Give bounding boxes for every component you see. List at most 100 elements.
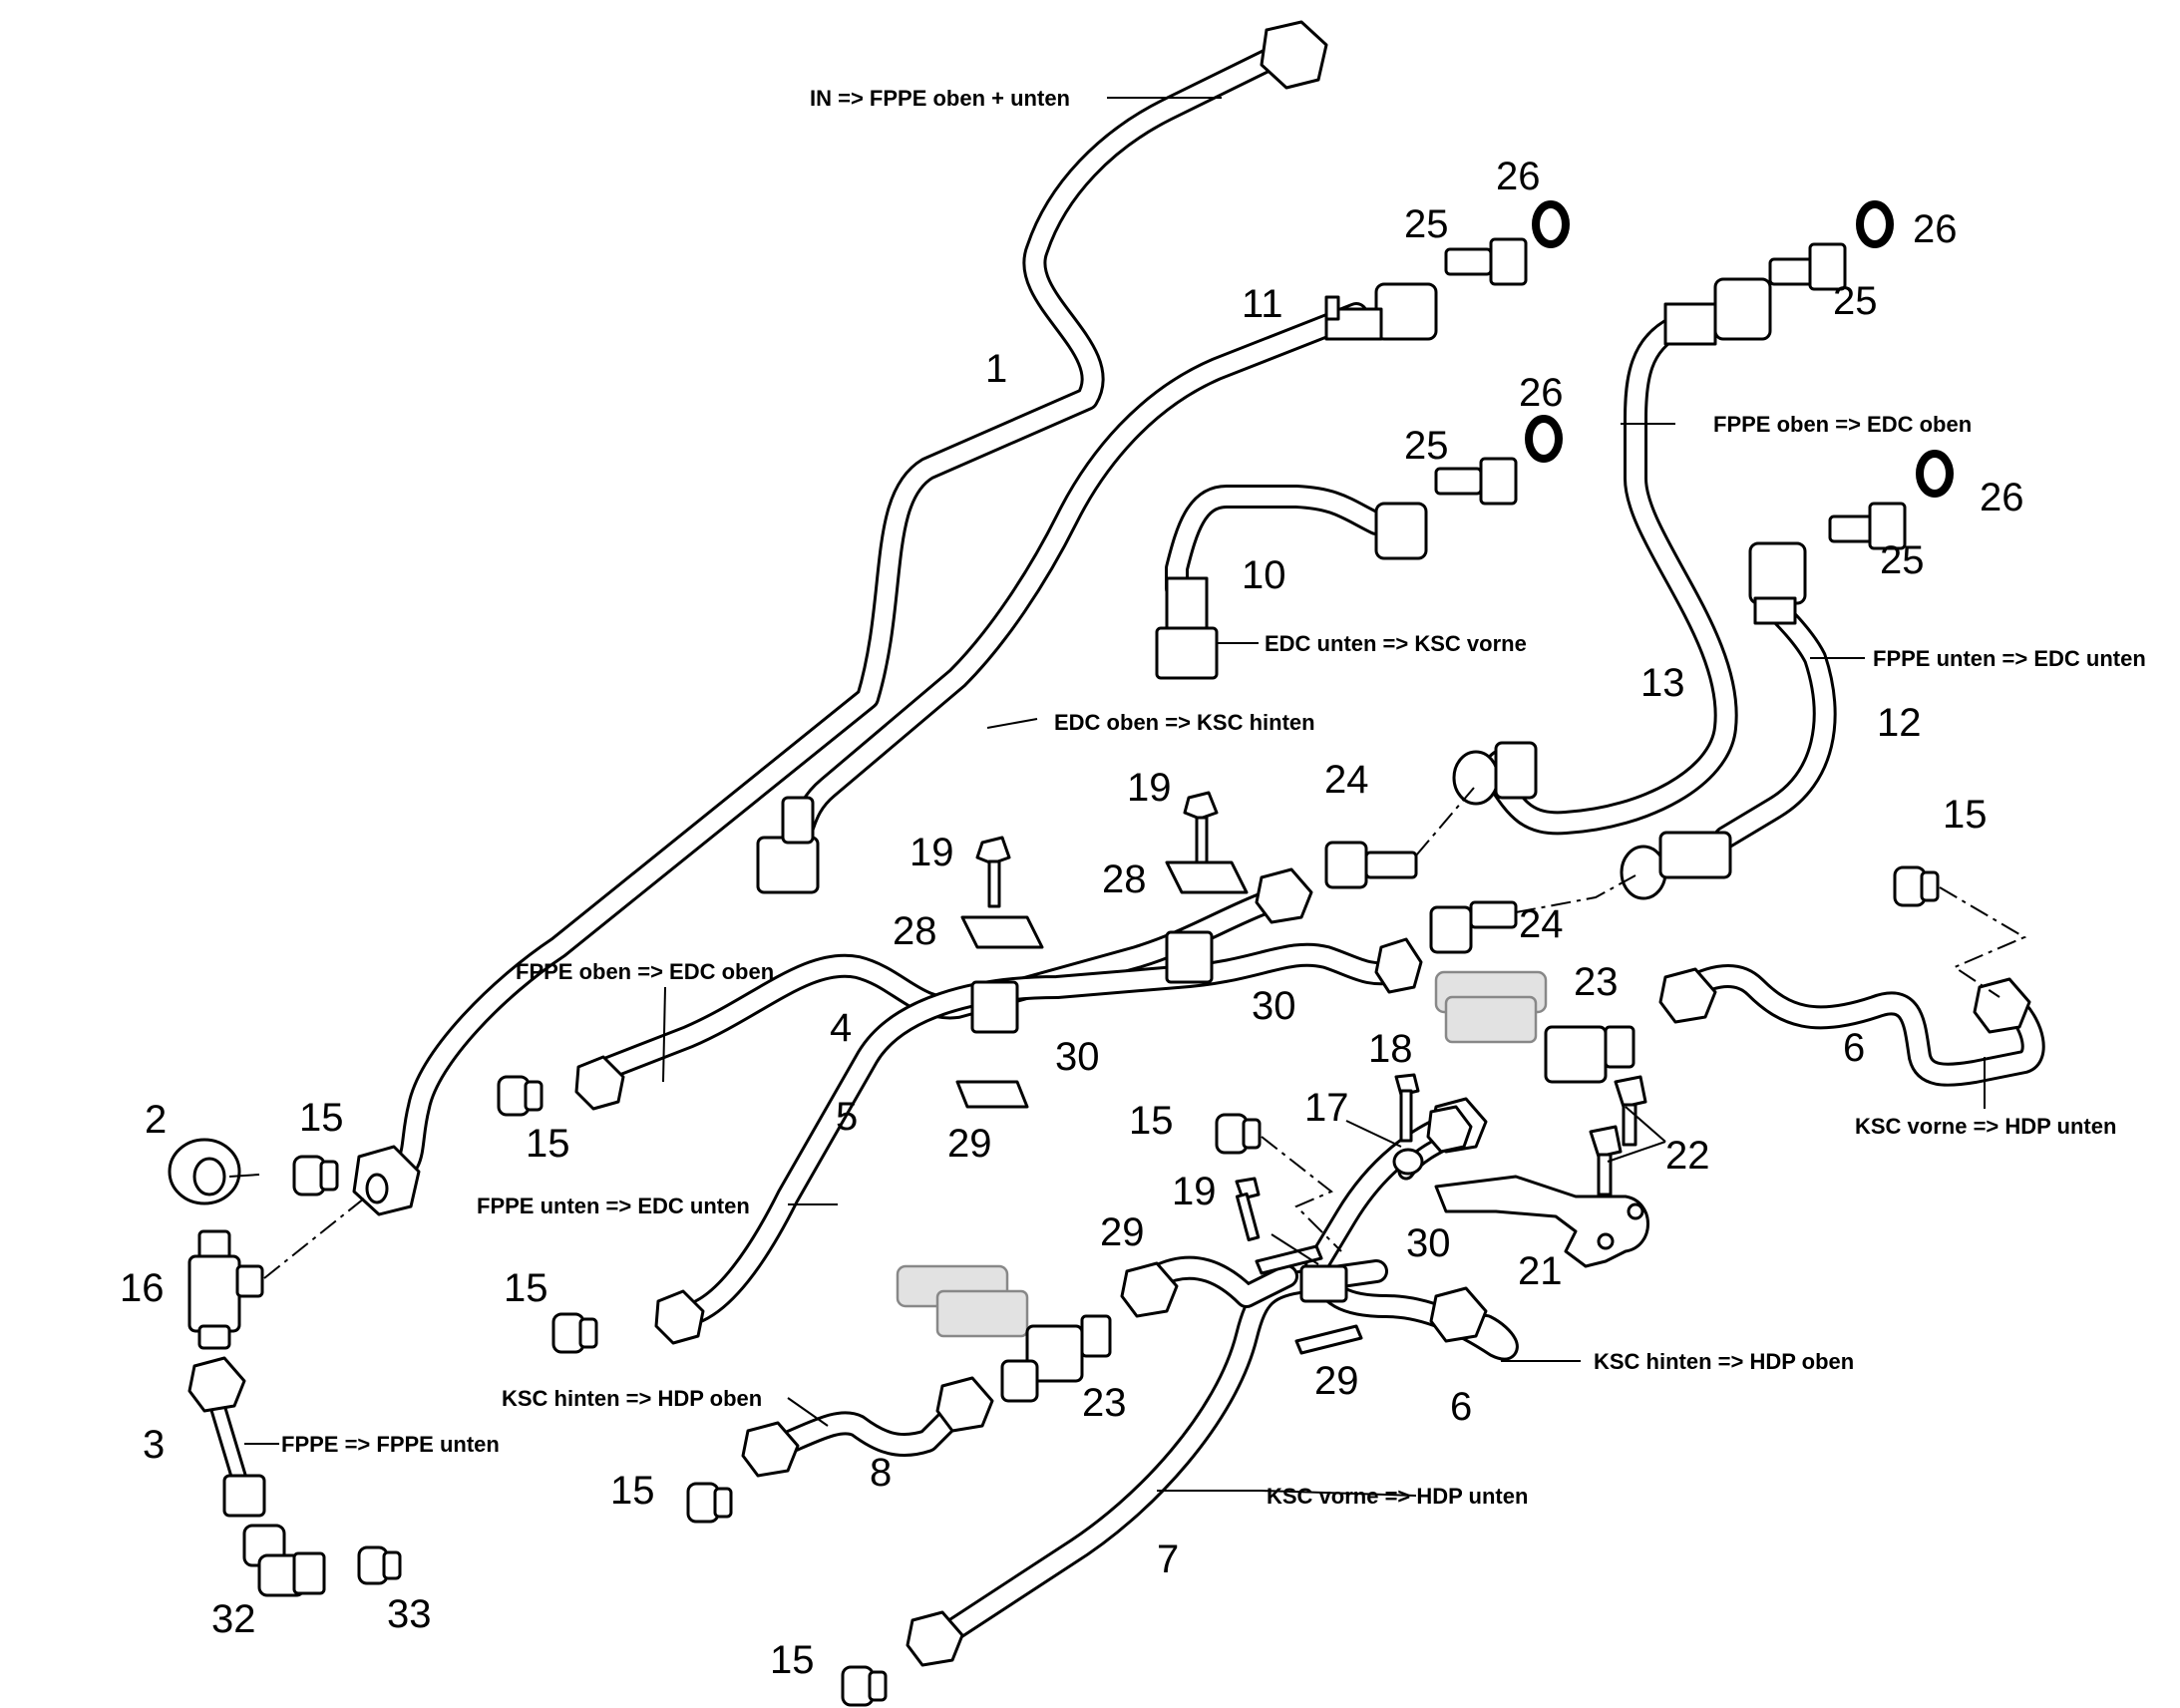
elbow-13-bottom <box>1494 741 1538 800</box>
elbow-32 <box>242 1524 326 1597</box>
part-number-25-c: 25 <box>1833 279 1878 323</box>
nut-pipe-8-left <box>741 1421 800 1478</box>
connector-10-bottom <box>1155 626 1219 680</box>
banjo-11-lower-top <box>781 796 815 845</box>
pipe-12 <box>1713 591 1837 850</box>
line-label-edc-oben-ksc-hinten: EDC oben => KSC hinten <box>1054 710 1315 735</box>
part-number-25-d: 25 <box>1880 538 1925 582</box>
clamp-30-2 <box>1165 930 1214 984</box>
oring-26-4 <box>1916 450 1954 498</box>
nut-pipe-7-bottom <box>906 1610 964 1667</box>
nut-pipe-10 <box>1374 502 1428 560</box>
line-label-ksc-vorne-hdp-unten-lower: KSC vorne => HDP unten <box>1267 1484 1528 1509</box>
ksc-valve-23-upper <box>1434 970 1635 1084</box>
bolt-19-1 <box>975 836 1011 908</box>
shim-29-1 <box>955 1080 1029 1109</box>
part-number-28-a: 28 <box>893 909 937 953</box>
part-number-13: 13 <box>1640 661 1685 705</box>
part-number-15-g: 15 <box>770 1638 815 1682</box>
pipe-10 <box>1165 485 1388 600</box>
part-number-11: 11 <box>1242 282 1283 326</box>
crimp-12-bottom <box>1658 831 1732 879</box>
part-number-25-a: 25 <box>1404 202 1449 246</box>
oring-26-2 <box>1525 415 1563 463</box>
bracket-21-hole-1 <box>1597 1232 1615 1250</box>
part-number-4: 4 <box>830 1006 852 1050</box>
part-number-10: 10 <box>1242 553 1286 597</box>
part-number-17: 17 <box>1304 1086 1349 1130</box>
nipple-25-1 <box>1444 237 1528 286</box>
pipe-1 <box>377 40 1296 1189</box>
nut-pipe-3-bottom <box>222 1474 266 1518</box>
part-number-24-a: 24 <box>1324 758 1369 802</box>
plug-33 <box>357 1545 402 1585</box>
line-label-in: IN => FPPE oben + unten <box>810 86 1070 111</box>
nut-pipe-4-right <box>1255 867 1313 924</box>
part-number-6-upper: 6 <box>1843 1026 1865 1070</box>
part-number-26-c: 26 <box>1913 207 1958 251</box>
clamp-30-3 <box>1299 1264 1348 1303</box>
tee-16 <box>187 1229 264 1350</box>
nut-pipe-5-left <box>654 1289 705 1345</box>
part-number-12: 12 <box>1877 701 1922 745</box>
nut-pipe-7-top <box>1120 1261 1179 1318</box>
bolt-18 <box>1394 1073 1420 1143</box>
bolt-22-1 <box>1614 1075 1647 1147</box>
ksc-valve-23-lower <box>896 1264 1112 1403</box>
pipe-6-lower <box>1304 1110 1519 1361</box>
line-label-fppe-unten-edc-unten-lower: FPPE unten => EDC unten <box>477 1194 750 1218</box>
eye-13-bottom <box>1452 750 1500 806</box>
nut-pipe-6-lower-b <box>1429 1286 1488 1343</box>
part-number-26-b: 26 <box>1519 371 1564 415</box>
line-labels: IN => FPPE oben + unten FPPE oben => EDC… <box>281 86 2146 1509</box>
nipple-25-2 <box>1434 457 1518 506</box>
eye-12-bottom <box>1620 845 1667 900</box>
line-label-fppe-oben-edc-oben-upper: FPPE oben => EDC oben <box>1713 412 1972 437</box>
nipple-24-2 <box>1429 900 1518 954</box>
plug-15-6 <box>686 1482 733 1524</box>
part-number-32: 32 <box>211 1597 256 1641</box>
line-label-ksc-vorne-hdp-unten-right: KSC vorne => HDP unten <box>1855 1114 2116 1139</box>
nipple-25-3 <box>1768 242 1847 291</box>
part-number-23-upper: 23 <box>1574 960 1619 1004</box>
part-number-5: 5 <box>836 1095 858 1139</box>
nut-pipe-11 <box>1374 282 1438 341</box>
line-label-ksc-hinten-hdp-oben-left: KSC hinten => HDP oben <box>502 1386 762 1411</box>
banjo-11-lower <box>756 836 820 894</box>
part-number-15-e: 15 <box>1943 793 1988 837</box>
part-number-23-lower: 23 <box>1082 1381 1127 1425</box>
nut-pipe-17 <box>1426 1105 1473 1154</box>
nut-pipe-3-top <box>187 1356 246 1413</box>
part-number-19-b: 19 <box>1127 766 1172 810</box>
part-number-15-a: 15 <box>299 1096 344 1140</box>
part-number-15-b: 15 <box>526 1122 570 1166</box>
part-number-8: 8 <box>870 1451 892 1495</box>
part-number-28-b: 28 <box>1102 857 1147 901</box>
nut-pipe-6-left <box>1658 967 1717 1024</box>
crimp-13 <box>1663 302 1717 346</box>
clamp-30-1 <box>970 980 1019 1034</box>
part-number-21: 21 <box>1518 1249 1563 1293</box>
line-label-fppe-fppe-unten: FPPE => FPPE unten <box>281 1432 500 1457</box>
nipple-24-1 <box>1324 841 1418 889</box>
pipe-7-upper <box>1145 1255 1298 1308</box>
line-label-fppe-oben-edc-oben-lower: FPPE oben => EDC oben <box>516 959 774 984</box>
plug-15-3 <box>551 1312 598 1354</box>
part-numbers: 1 2 3 4 5 6 6 7 8 10 11 12 13 15 15 15 1… <box>120 155 2024 1682</box>
shim-29-3 <box>1294 1324 1363 1355</box>
plug-15-2 <box>497 1075 544 1117</box>
fittings <box>168 20 2031 1707</box>
connector-10-lower <box>1165 576 1209 635</box>
nut-pipe-12 <box>1748 541 1807 605</box>
part-number-26-a: 26 <box>1496 155 1541 198</box>
pipe-6-upper <box>1663 964 2045 1087</box>
bolt-19-3 <box>1235 1177 1261 1242</box>
plug-15-1 <box>292 1155 339 1196</box>
part-number-16: 16 <box>120 1266 165 1310</box>
nut-pipe-13 <box>1713 277 1772 341</box>
part-number-3: 3 <box>143 1423 165 1467</box>
plug-15-7 <box>841 1665 888 1707</box>
part-number-22: 22 <box>1665 1134 1710 1178</box>
banjo-2-bore <box>192 1157 226 1196</box>
